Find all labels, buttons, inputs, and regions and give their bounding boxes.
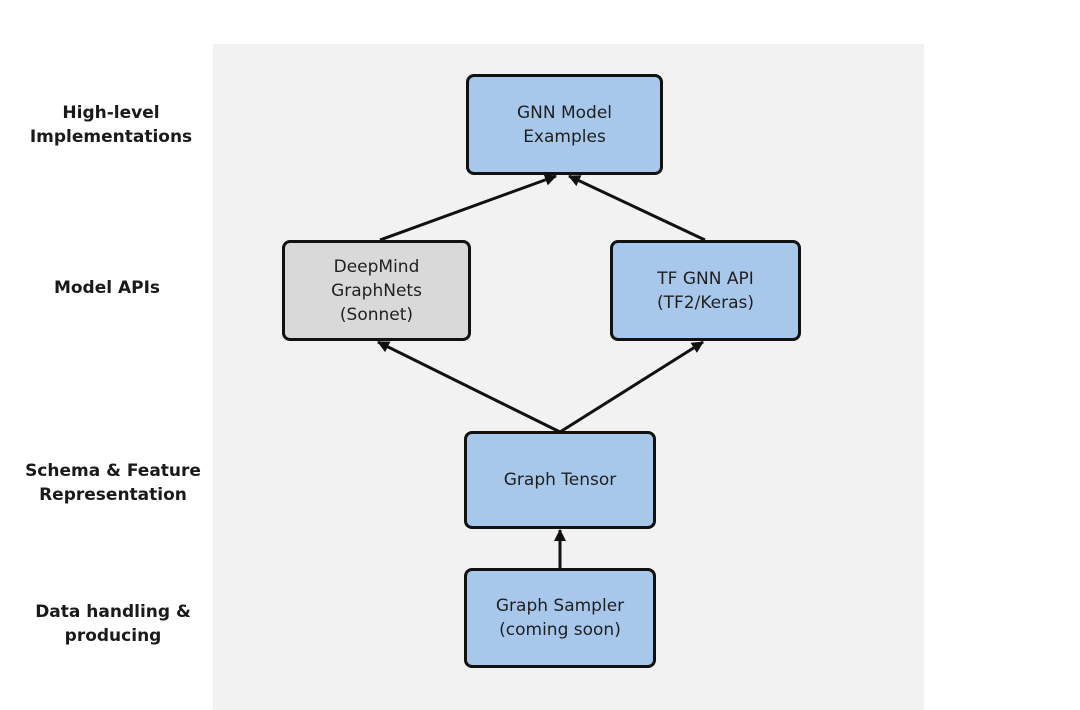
layer-label-schema: Schema & Feature Representation [25,461,201,505]
layer-label-model-apis: Model APIs [53,278,161,298]
edge-tfgnn-to-gnn-examples [568,174,706,242]
edge-graph-tensor-to-deepmind [377,340,561,434]
node-tf-gnn-api: TF GNN API (TF2/Keras) [610,240,801,341]
layer-label-data-handling: Data handling & producing [35,602,191,646]
node-graph-sampler: Graph Sampler (coming soon) [464,568,656,668]
node-graph-tensor: Graph Tensor [464,431,656,529]
edge-graph-tensor-to-tfgnn [559,340,704,434]
node-deepmind-graphnets: DeepMind GraphNets (Sonnet) [282,240,471,341]
layer-label-high-level: High-level Implementations [29,103,193,147]
node-gnn-model-examples: GNN Model Examples [466,74,663,175]
edge-deepmind-to-gnn-examples [379,174,557,242]
